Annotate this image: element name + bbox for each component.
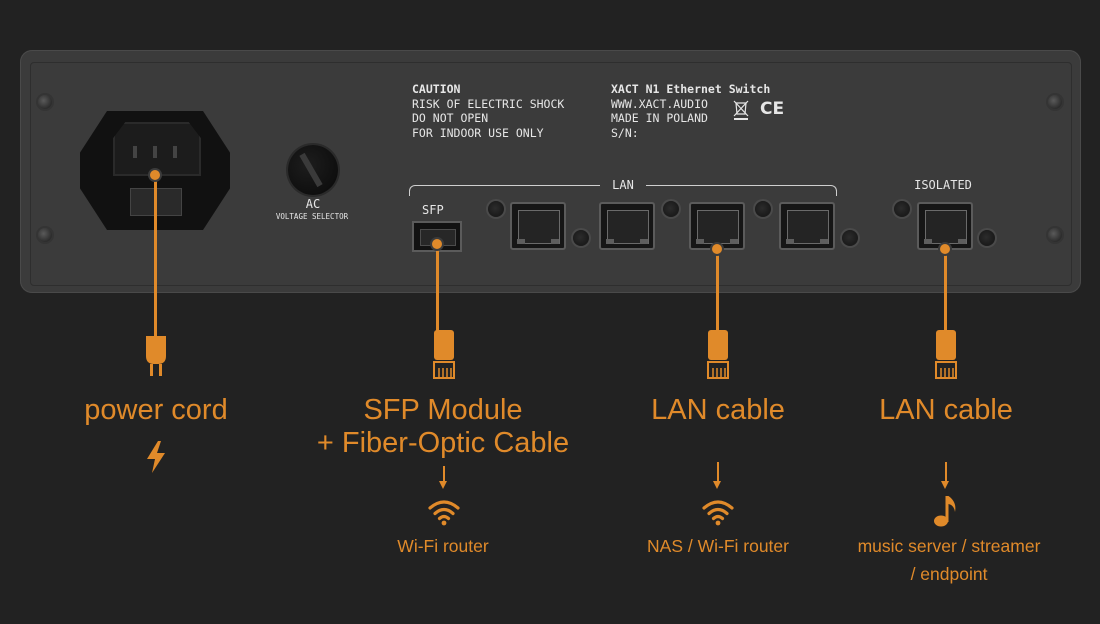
lan-port-3 <box>689 202 745 250</box>
product-info-text: XACT N1 Ethernet Switch WWW.XACT.AUDIO M… <box>611 82 771 140</box>
screw <box>38 228 52 242</box>
ce-mark: CE <box>760 99 785 119</box>
isolated-destination-label: music server / streamer / endpoint <box>857 536 1041 584</box>
sfp-connection-dot <box>432 239 442 249</box>
screw <box>1048 95 1062 109</box>
screw <box>38 95 52 109</box>
panel-inner-frame <box>30 62 1072 286</box>
lan-destination-label: NAS / Wi-Fi router <box>647 536 789 556</box>
arrow-down-icon <box>713 481 721 489</box>
isolated-connection-dot <box>940 244 950 254</box>
power-cord-label: power cord <box>84 394 228 426</box>
isolated-lan-cable-label: LAN cable <box>879 394 1013 426</box>
ethernet-plug-icon <box>433 330 455 379</box>
lan-port-1 <box>510 202 566 250</box>
iec-socket <box>113 122 201 176</box>
sfp-destination-label: Wi-Fi router <box>397 536 489 556</box>
music-note-icon <box>934 496 956 527</box>
lan-connection-dot <box>712 244 722 254</box>
lan-port-2 <box>599 202 655 250</box>
sfp-module-label: SFP Module + Fiber-Optic Cable <box>316 394 570 459</box>
isolated-connector-line <box>944 249 947 334</box>
sfp-connector-line <box>436 244 439 334</box>
power-plug-icon <box>146 336 166 376</box>
voltage-selector-label: VOLTAGE SELECTOR <box>275 212 349 221</box>
sfp-label: SFP <box>422 203 444 217</box>
screw <box>1048 228 1062 242</box>
isolated-lan-port <box>917 202 973 250</box>
lightning-icon <box>147 441 165 473</box>
arrow-down-icon <box>439 481 447 489</box>
wifi-icon <box>702 500 734 526</box>
caution-text: CAUTION RISK OF ELECTRIC SHOCK DO NOT OP… <box>412 82 565 140</box>
isolated-label: ISOLATED <box>914 178 972 192</box>
wifi-icon <box>428 500 460 526</box>
ethernet-plug-icon <box>707 330 729 379</box>
ac-label: AC <box>305 197 321 211</box>
lan-port-4 <box>779 202 835 250</box>
power-connection-dot <box>150 170 160 180</box>
ethernet-plug-icon <box>935 330 957 379</box>
arrow-down-icon <box>941 481 949 489</box>
lan-label: LAN <box>612 178 634 192</box>
power-connector-line <box>154 175 157 340</box>
lan-connector-line <box>716 249 719 334</box>
weee-bin-icon <box>733 100 749 120</box>
lan-cable-label: LAN cable <box>651 394 785 426</box>
